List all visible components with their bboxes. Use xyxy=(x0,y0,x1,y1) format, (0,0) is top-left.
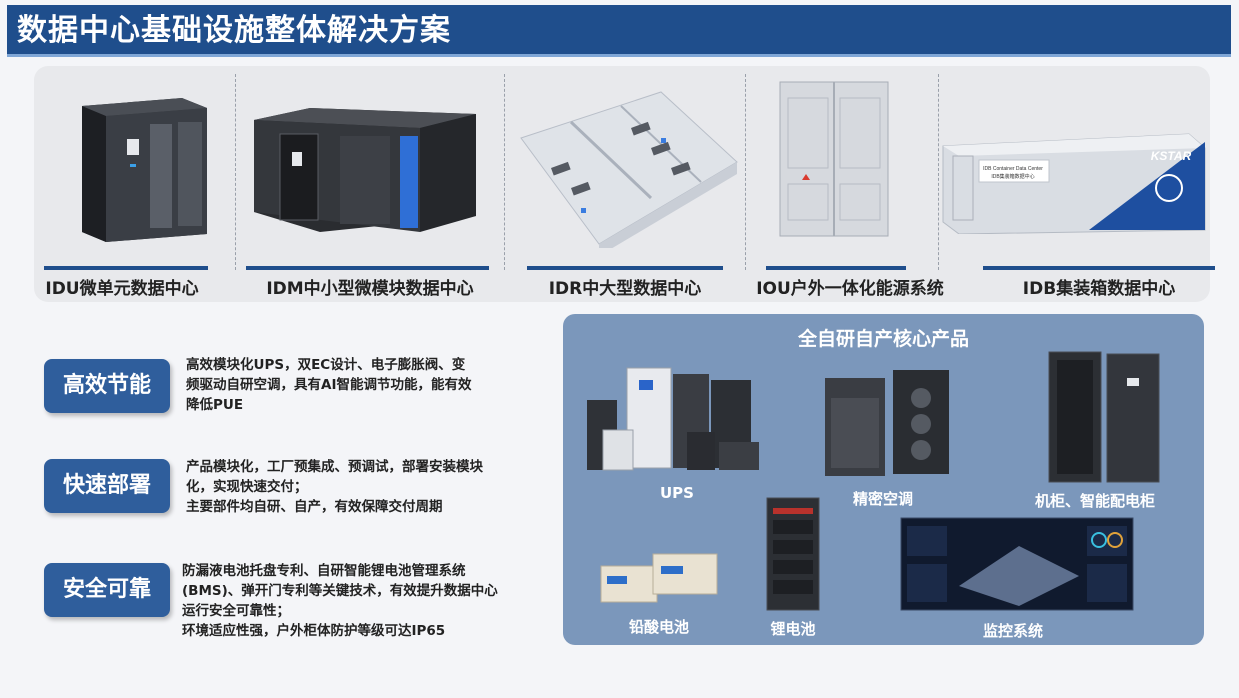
idr-label: IDR中大型数据中心 xyxy=(548,279,702,299)
idu-label: IDU微单元数据中心 xyxy=(45,279,199,299)
idm-label: IDM中小型微模块数据中心 xyxy=(266,279,474,299)
idu-underline xyxy=(44,266,208,270)
core-item-cabinet: 机柜、智能配电柜 xyxy=(1033,350,1203,510)
ups-illustration xyxy=(587,367,759,471)
cloud-logo-icon xyxy=(1155,174,1183,202)
idm-underline xyxy=(246,266,489,270)
product-idb: IDB Container Data Center IDB集装箱数据中心 KST… xyxy=(939,66,1215,302)
idb-underline xyxy=(983,266,1215,270)
core-products-panel: 全自研自产核心产品 UPS 精密空调 xyxy=(563,314,1204,645)
core-item-label: UPS xyxy=(660,484,694,502)
title-bar: 数据中心基础设施整体解决方案 xyxy=(7,5,1231,57)
product-iou: IOU户外一体化能源系统 xyxy=(746,66,944,302)
core-item-label: 锂电池 xyxy=(770,620,816,638)
precision-ac-illustration xyxy=(825,370,949,476)
product-idm: IDM中小型微模块数据中心 xyxy=(236,66,504,302)
page-title: 数据中心基础设施整体解决方案 xyxy=(17,13,451,48)
idr-underline xyxy=(527,266,723,270)
core-item-lithium: 锂电池 xyxy=(759,496,839,640)
product-lineup-panel: IDU微单元数据中心 IDM中小型微模块数据中心 xyxy=(34,66,1215,302)
separator xyxy=(745,74,746,270)
cabinet-illustration xyxy=(1048,351,1160,483)
iou-label: IOU户外一体化能源系统 xyxy=(756,279,944,299)
iou-illustration xyxy=(779,81,889,237)
iou-underline xyxy=(766,266,906,270)
idb-sign-cn: IDB集装箱数据中心 xyxy=(991,173,1034,180)
feature-description: 产品模块化，工厂预集成、预调试，部署安装模块 化，实现快速交付； 主要部件均自研… xyxy=(186,459,483,515)
product-idr: IDR中大型数据中心 xyxy=(505,66,745,302)
core-item-label: 铅酸电池 xyxy=(628,618,689,636)
core-item-ups: UPS xyxy=(577,360,777,510)
feature-badge: 安全可靠 xyxy=(44,563,170,617)
lithium-illustration xyxy=(766,497,820,611)
monitoring-screen-illustration xyxy=(900,517,1134,611)
core-products-title: 全自研自产核心产品 xyxy=(797,328,969,350)
idb-illustration: IDB Container Data Center IDB集装箱数据中心 KST… xyxy=(942,133,1206,234)
core-item-label: 监控系统 xyxy=(982,622,1043,640)
separator xyxy=(504,74,505,270)
product-idu: IDU微单元数据中心 xyxy=(34,66,234,302)
kstar-logo: KSTAR xyxy=(1151,149,1192,163)
core-item-monitoring: 监控系统 xyxy=(899,516,1139,642)
core-item-label: 精密空调 xyxy=(852,490,913,508)
separator xyxy=(235,74,236,270)
idm-illustration xyxy=(254,108,476,232)
lead-acid-illustration xyxy=(600,553,718,603)
separator xyxy=(938,74,939,270)
core-item-label: 机柜、智能配电柜 xyxy=(1034,492,1155,510)
idb-label: IDB集装箱数据中心 xyxy=(1022,279,1176,299)
feature-description: 防漏液电池托盘专利、自研智能锂电池管理系统 (BMS)、弹开门专利等关键技术，有… xyxy=(182,563,498,639)
idu-illustration xyxy=(82,98,207,242)
feature-description: 高效模块化UPS，双EC设计、电子膨胀阀、变 频驱动自研空调，具有AI智能调节功… xyxy=(186,357,472,413)
feature-badge: 快速部署 xyxy=(44,459,170,513)
core-item-lead-acid: 铅酸电池 xyxy=(593,548,733,644)
idr-illustration xyxy=(520,91,738,248)
idb-sign-en: IDB Container Data Center xyxy=(983,166,1043,172)
core-item-precision-ac: 精密空调 xyxy=(813,368,983,508)
feature-badge: 高效节能 xyxy=(44,359,170,413)
